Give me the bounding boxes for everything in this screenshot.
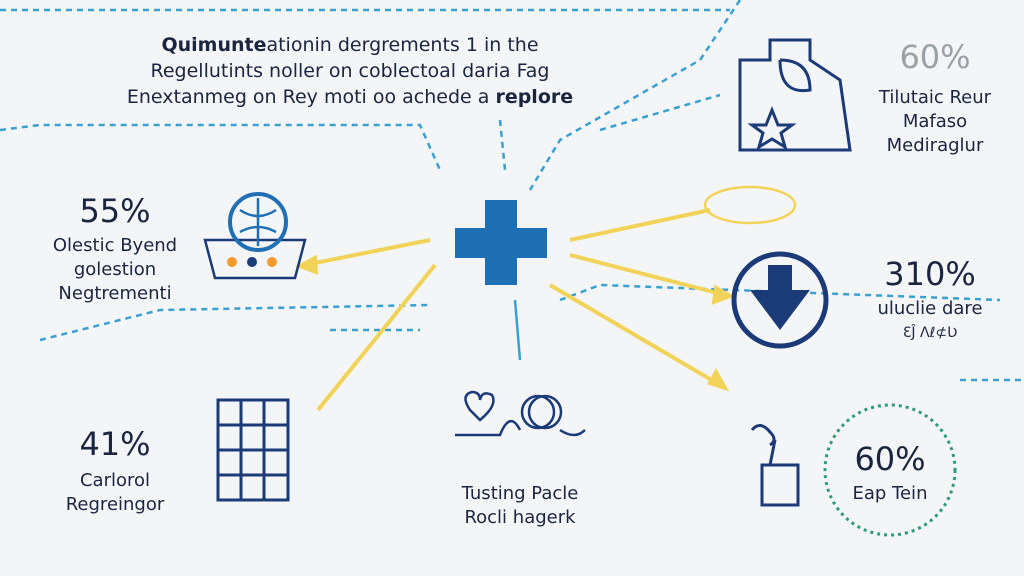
heart-scroll-icon bbox=[455, 390, 586, 437]
download-arrow-icon bbox=[731, 251, 829, 349]
stat-right-middle: 310% uluclie dare ƐĴ Ʌℓ⊄Ʋ bbox=[877, 255, 983, 341]
stat-top-right: 60% Tilutaic Reur Mafaso Mediraglur bbox=[878, 38, 992, 156]
stat-bottom-right: 60% Eap Tein bbox=[852, 440, 928, 504]
intro-text: Quimunteationin dergrements 1 in the Reg… bbox=[126, 34, 574, 108]
brain-badge-icon bbox=[203, 192, 307, 280]
box-figure-icon bbox=[750, 424, 800, 507]
building-icon bbox=[738, 38, 852, 152]
grid-building-icon bbox=[216, 398, 290, 502]
plus-icon bbox=[455, 200, 547, 285]
highlight-ellipse bbox=[703, 185, 797, 225]
stat-left-bottom: 41% Carlorol Regreingor bbox=[65, 425, 165, 515]
dashed-dividers bbox=[0, 0, 1024, 382]
dotted-ring bbox=[823, 403, 957, 537]
arrows bbox=[295, 208, 735, 412]
stat-left-top: 55% Olestic Byend golestion Negtrementi bbox=[52, 192, 178, 304]
stat-bottom-center: Tusting Pacle Rocli hagerk bbox=[461, 483, 579, 528]
